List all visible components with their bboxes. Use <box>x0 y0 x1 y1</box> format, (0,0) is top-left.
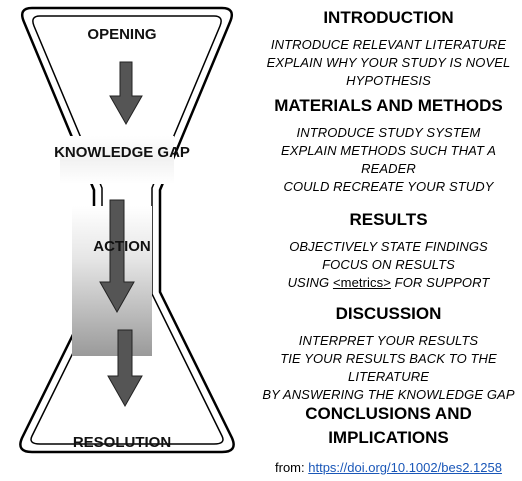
stage-resolution-label: RESOLUTION <box>72 434 172 451</box>
knowledge-gap-band <box>60 136 174 184</box>
introduction-line: HYPOTHESIS <box>346 73 431 88</box>
results-heading: RESULTS <box>349 210 428 229</box>
results-metrics-line: USING <metrics> FOR SUPPORT <box>255 274 522 292</box>
discussion-line: BY ANSWERING THE KNOWLEDGE GAP <box>262 387 515 402</box>
source-citation: from: https://doi.org/10.1002/bes2.1258 <box>255 460 522 476</box>
discussion-line: TIE YOUR RESULTS BACK TO THE LITERATURE <box>280 351 497 384</box>
stage-action-label: ACTION <box>93 238 151 255</box>
discussion-heading: DISCUSSION <box>335 304 442 323</box>
results-line: FOCUS ON RESULTS <box>322 257 455 272</box>
introduction-line: EXPLAIN WHY YOUR STUDY IS NOVEL <box>266 55 511 70</box>
stage-opening-label: OPENING <box>87 26 157 43</box>
hourglass-inner-outline <box>30 15 224 445</box>
stage-knowledge-label: KNOWLEDGE GAP <box>54 144 190 161</box>
introduction-section: INTRODUCTION INTRODUCE RELEVANT LITERATU… <box>255 8 522 90</box>
introduction-heading: INTRODUCTION <box>323 8 454 27</box>
discussion-line: INTERPRET YOUR RESULTS <box>298 333 479 348</box>
results-metrics-prefix: USING <box>287 275 333 290</box>
arrow-action-to-resolution <box>107 329 143 408</box>
arrow-gap-to-action <box>99 199 135 314</box>
doi-link[interactable]: https://doi.org/10.1002/bes2.1258 <box>308 460 502 475</box>
introduction-line: INTRODUCE RELEVANT LITERATURE <box>270 37 507 52</box>
results-section: RESULTS OBJECTIVELY STATE FINDINGS FOCUS… <box>255 210 522 292</box>
results-line: OBJECTIVELY STATE FINDINGS <box>289 239 488 254</box>
methods-line: EXPLAIN METHODS SUCH THAT A READER <box>280 143 497 176</box>
results-metrics-suffix: FOR SUPPORT <box>390 275 490 290</box>
methods-line: COULD RECREATE YOUR STUDY <box>283 179 494 194</box>
methods-heading: MATERIALS AND METHODS <box>274 96 503 115</box>
arrow-opening-to-gap <box>109 61 143 126</box>
methods-section: MATERIALS AND METHODS INTRODUCE STUDY SY… <box>255 96 522 196</box>
methods-line: INTRODUCE STUDY SYSTEM <box>296 125 481 140</box>
conclusions-heading-line2: IMPLICATIONS <box>328 428 449 447</box>
discussion-section: DISCUSSION INTERPRET YOUR RESULTS TIE YO… <box>255 304 522 404</box>
conclusions-section: CONCLUSIONS AND IMPLICATIONS <box>255 404 522 448</box>
metrics-link[interactable]: <metrics> <box>332 275 391 290</box>
conclusions-heading-line1: CONCLUSIONS AND <box>305 404 472 423</box>
source-prefix: from: <box>275 460 309 475</box>
